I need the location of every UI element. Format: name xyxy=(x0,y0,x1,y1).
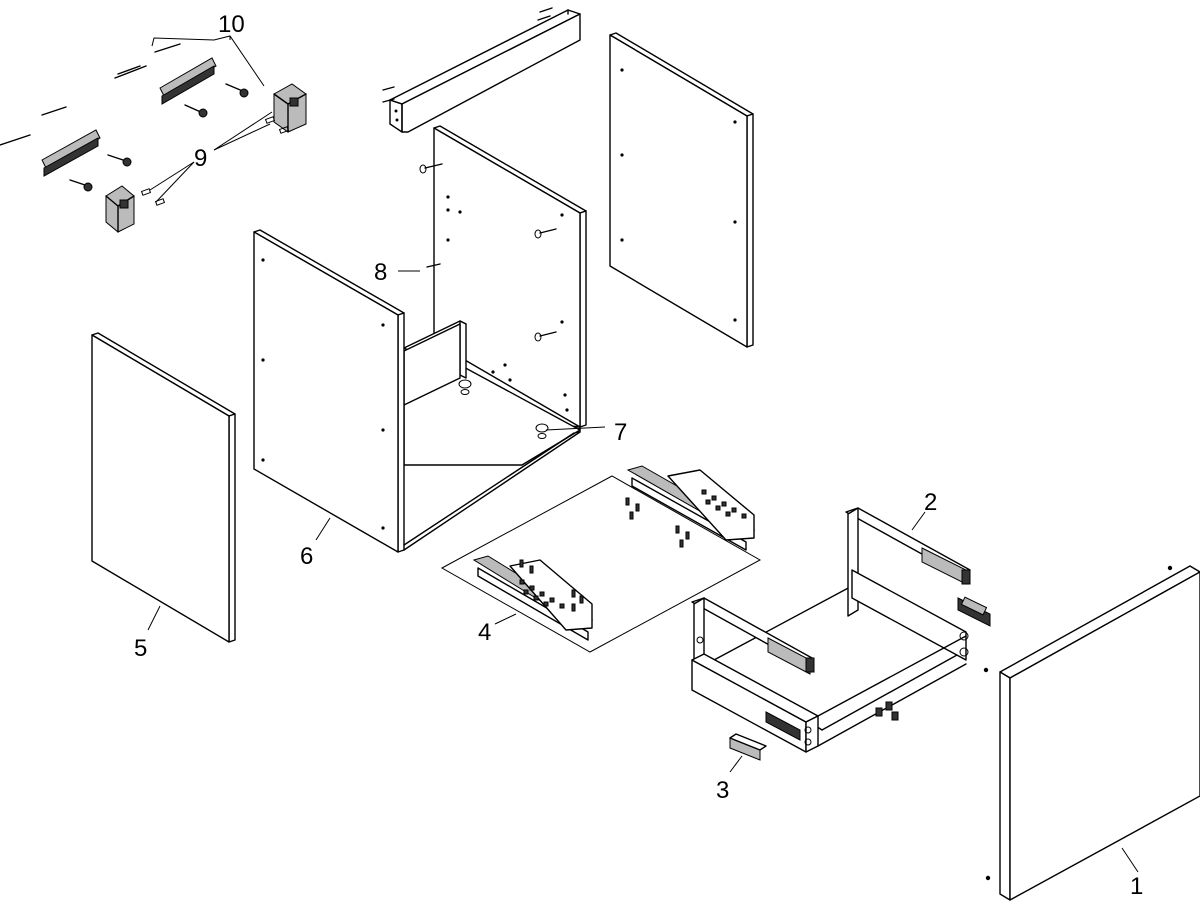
callout-labels: 1 2 3 4 5 6 7 8 9 10 xyxy=(134,11,1143,900)
back-panel xyxy=(609,32,754,348)
part-3-handle-insert xyxy=(729,733,767,761)
callout-4: 4 xyxy=(478,619,491,646)
callout-9: 9 xyxy=(194,145,207,172)
part-5-side-panel xyxy=(91,332,236,643)
callout-10: 10 xyxy=(218,11,245,38)
part-1-drawer-front xyxy=(983,565,1200,901)
part-6-carcass xyxy=(253,125,587,553)
callout-5: 5 xyxy=(134,635,147,662)
callout-3: 3 xyxy=(716,777,729,804)
callout-7: 7 xyxy=(614,419,627,446)
part-4-drawer-runners xyxy=(440,465,762,653)
part-2-drawer-frame xyxy=(691,507,991,753)
callout-2: 2 xyxy=(924,489,937,516)
callout-6: 6 xyxy=(300,543,313,570)
callout-8: 8 xyxy=(374,259,387,286)
top-rail xyxy=(382,7,581,133)
part-10-wall-brackets xyxy=(0,43,249,192)
callout-1: 1 xyxy=(1130,873,1143,900)
part-9-connectors xyxy=(105,83,307,233)
leader-lines xyxy=(147,35,1139,873)
